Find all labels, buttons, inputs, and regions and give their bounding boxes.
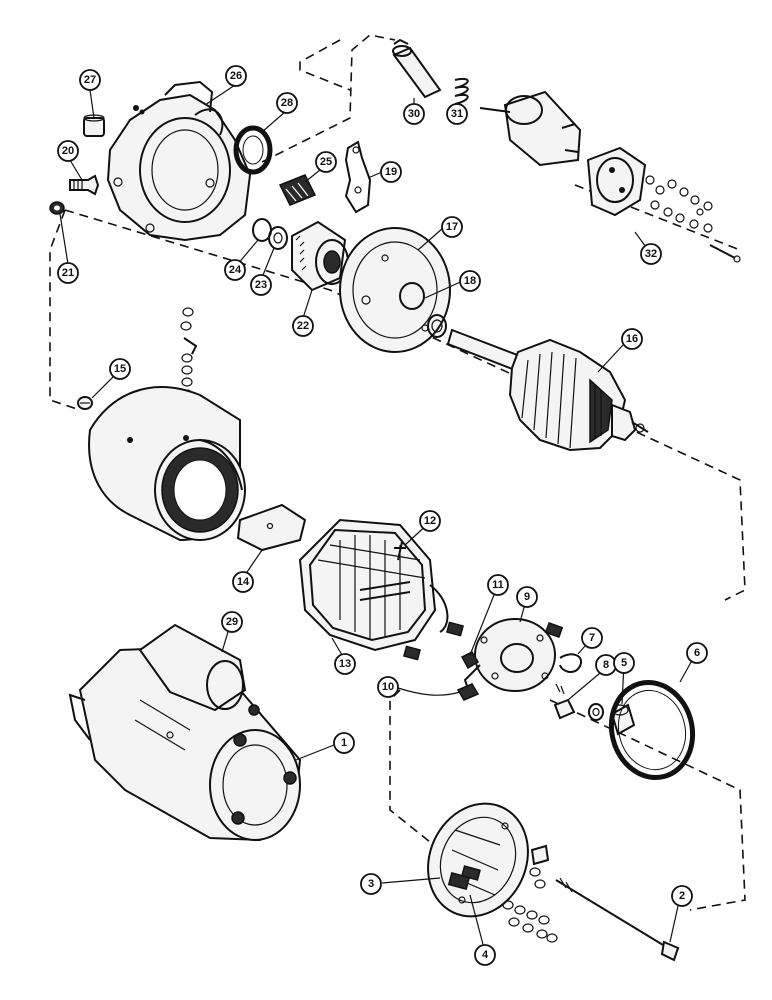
terminal-stud-12 xyxy=(394,541,406,561)
callout-7: 7 xyxy=(581,627,603,649)
screw-15 xyxy=(77,396,93,410)
callout-20-label: 20 xyxy=(62,145,74,157)
drive-end-housing xyxy=(106,80,252,242)
callout-24-label: 24 xyxy=(229,264,242,276)
callout-30-label: 30 xyxy=(408,108,420,120)
callout-13-label: 13 xyxy=(339,658,351,670)
washer-near-5 xyxy=(588,703,604,721)
brush-8 xyxy=(553,683,576,720)
assembled-starter-29 xyxy=(68,623,302,842)
callout-2-label: 2 xyxy=(679,890,685,902)
callout-16: 16 xyxy=(621,328,643,350)
callout-18: 18 xyxy=(459,270,481,292)
terminal-block-4 xyxy=(447,865,481,891)
callout-20: 20 xyxy=(57,140,79,162)
pivot-bolt-20 xyxy=(69,174,100,196)
callout-17: 17 xyxy=(441,216,463,238)
callout-22-label: 22 xyxy=(297,320,309,332)
callout-19: 19 xyxy=(380,161,402,183)
callout-22: 22 xyxy=(292,315,314,337)
callout-31-label: 31 xyxy=(451,108,463,120)
brush-11 xyxy=(460,651,480,670)
callout-25-label: 25 xyxy=(320,156,332,168)
callout-15: 15 xyxy=(109,358,131,380)
callout-25: 25 xyxy=(315,151,337,173)
callout-2: 2 xyxy=(671,885,693,907)
callout-29: 29 xyxy=(221,611,243,633)
callout-8-label: 8 xyxy=(603,659,609,671)
callout-1-label: 1 xyxy=(341,737,347,749)
shift-lever-19 xyxy=(344,140,372,214)
callout-18-label: 18 xyxy=(464,275,476,287)
callout-5: 5 xyxy=(613,652,635,674)
callout-28: 28 xyxy=(276,92,298,114)
seal-band-6 xyxy=(608,679,696,781)
callout-10: 10 xyxy=(377,676,399,698)
washer-23 xyxy=(268,226,288,250)
callout-4-label: 4 xyxy=(482,949,489,961)
callout-9-label: 9 xyxy=(524,591,530,603)
callout-27-label: 27 xyxy=(84,74,96,86)
end-cover-3 xyxy=(427,802,529,918)
solenoid-cap-32 xyxy=(586,146,647,217)
solenoid-hardware xyxy=(645,175,741,263)
callout-13: 13 xyxy=(334,653,356,675)
field-coils-13 xyxy=(298,518,464,661)
plunger-30 xyxy=(392,38,442,99)
callout-29-label: 29 xyxy=(226,616,238,628)
armature-16 xyxy=(446,328,649,452)
callout-27: 27 xyxy=(79,69,101,91)
end-cover-hardware xyxy=(502,844,558,943)
callout-4: 4 xyxy=(474,944,496,966)
callout-12-label: 12 xyxy=(424,515,436,527)
callout-7-label: 7 xyxy=(589,632,595,644)
callout-14: 14 xyxy=(232,571,254,593)
brush-spring-7 xyxy=(559,653,583,673)
callout-15-label: 15 xyxy=(114,363,126,375)
callout-26: 26 xyxy=(225,65,247,87)
callout-11: 11 xyxy=(487,574,509,596)
callout-26-label: 26 xyxy=(230,70,242,82)
brush-10 xyxy=(456,683,480,701)
nut-21 xyxy=(49,201,65,215)
end-plate-17 xyxy=(339,227,451,353)
pole-shoe-14 xyxy=(236,503,307,552)
callout-32-label: 32 xyxy=(645,248,657,260)
callout-24: 24 xyxy=(224,259,246,281)
guide-line-solenoid-plunger xyxy=(261,34,396,163)
callout-3-label: 3 xyxy=(368,878,374,890)
callout-6: 6 xyxy=(686,642,708,664)
callout-32: 32 xyxy=(640,243,662,265)
callout-8: 8 xyxy=(595,654,617,676)
callout-21-label: 21 xyxy=(62,267,74,279)
spring-pack-25 xyxy=(278,174,317,206)
callout-31: 31 xyxy=(446,103,468,125)
callout-16-label: 16 xyxy=(626,333,638,345)
through-bolt-2 xyxy=(555,877,680,962)
callout-28-label: 28 xyxy=(281,97,293,109)
return-spring-31 xyxy=(454,78,469,105)
callout-23-label: 23 xyxy=(255,279,267,291)
callout-30: 30 xyxy=(403,103,425,125)
callout-5-label: 5 xyxy=(621,657,627,669)
callout-21: 21 xyxy=(57,262,79,284)
callout-3: 3 xyxy=(360,873,382,895)
callout-23: 23 xyxy=(250,274,272,296)
bushing-27 xyxy=(83,114,105,137)
field-frame-yoke xyxy=(88,386,246,542)
callout-9: 9 xyxy=(516,586,538,608)
callout-1: 1 xyxy=(333,732,355,754)
washer-18 xyxy=(427,314,447,338)
callout-10-label: 10 xyxy=(382,681,394,693)
seal-ring-28 xyxy=(233,125,273,175)
callout-12: 12 xyxy=(419,510,441,532)
callout-17-label: 17 xyxy=(446,221,458,233)
callout-6-label: 6 xyxy=(694,647,700,659)
solenoid-body xyxy=(479,90,582,167)
callout-11-label: 11 xyxy=(492,579,504,591)
callout-19-label: 19 xyxy=(385,166,397,178)
callout-14-label: 14 xyxy=(237,576,250,588)
drive-pinion-22 xyxy=(291,220,349,292)
